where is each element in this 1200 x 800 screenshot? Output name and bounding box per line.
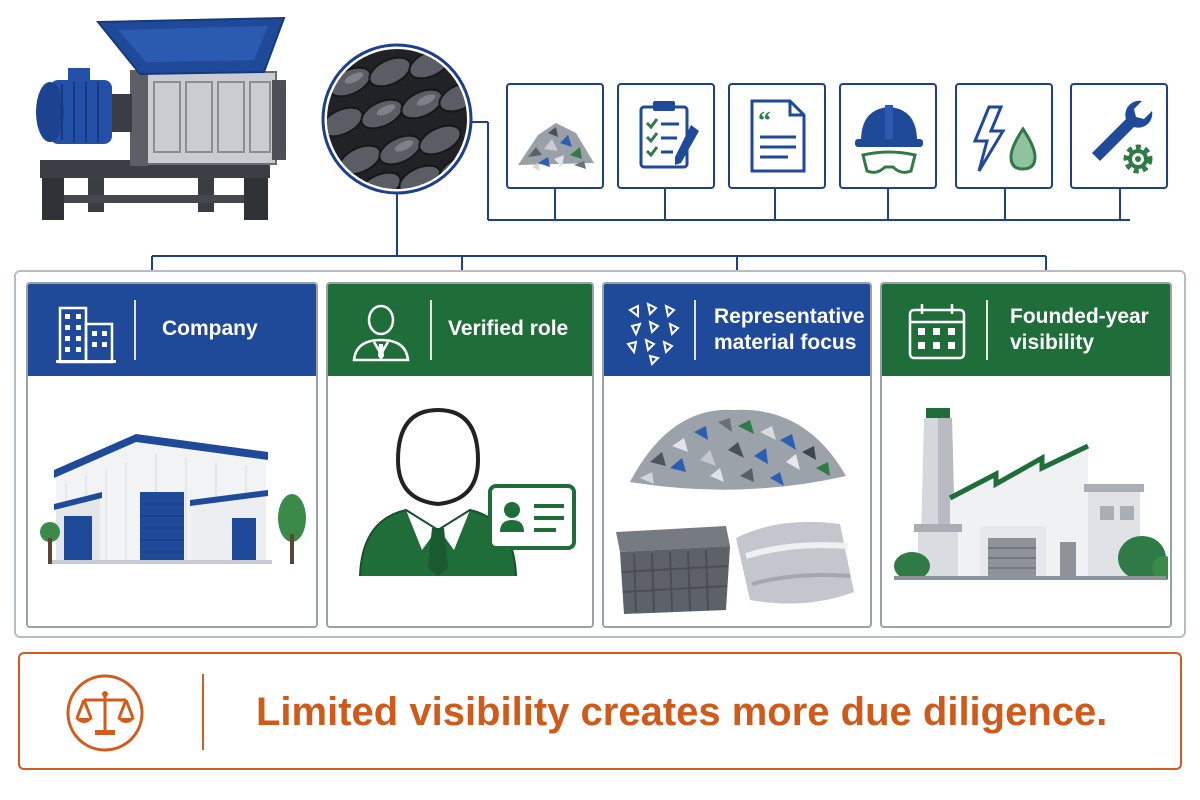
safety-gear-icon-box bbox=[839, 83, 937, 189]
banner-text: Limited visibility creates more due dili… bbox=[256, 690, 1108, 734]
attributes-frame bbox=[14, 270, 1186, 638]
card-company: Company bbox=[26, 282, 318, 628]
material-chips-icon bbox=[626, 302, 680, 366]
wrench-gear-icon bbox=[1092, 100, 1153, 174]
office-building-icon bbox=[56, 306, 116, 364]
plastic-materials-illustration bbox=[616, 409, 854, 614]
quote-document-icon-box: “ bbox=[728, 83, 826, 189]
card-founded-year: Founded-year visibility bbox=[880, 282, 1172, 628]
balance-scale-icon bbox=[66, 674, 144, 752]
card-verified-role: Verified role bbox=[326, 282, 594, 628]
power-water-icon-box bbox=[955, 83, 1053, 189]
power-water-icon bbox=[972, 105, 1037, 172]
card-material-focus-title: Representative material focus bbox=[714, 305, 865, 354]
person-icon bbox=[352, 304, 410, 362]
verified-person-illustration bbox=[359, 407, 576, 577]
wrench-gear-icon-box bbox=[1070, 83, 1168, 189]
card-founded-year-header: Founded-year visibility bbox=[882, 284, 1170, 376]
card-company-header: Company bbox=[28, 284, 316, 376]
shredded-material-icon bbox=[518, 123, 594, 171]
card-verified-role-title: Verified role bbox=[448, 317, 569, 340]
banner-divider bbox=[202, 674, 204, 750]
checklist-icon bbox=[639, 101, 699, 169]
card-verified-role-header: Verified role bbox=[328, 284, 592, 376]
shredder-machine bbox=[36, 16, 286, 220]
shredded-material-icon-box bbox=[506, 83, 604, 189]
card-material-focus: Representative material focus bbox=[602, 282, 872, 628]
safety-gear-icon bbox=[855, 105, 923, 174]
card-material-focus-header: Representative material focus bbox=[604, 284, 870, 376]
quote-document-icon: “ bbox=[750, 99, 806, 173]
due-diligence-banner: Limited visibility creates more due dili… bbox=[18, 652, 1182, 770]
checklist-icon-box bbox=[617, 83, 715, 189]
card-founded-year-title: Founded-year visibility bbox=[1010, 305, 1149, 354]
factory-illustration bbox=[894, 408, 1168, 580]
warehouse-illustration bbox=[40, 434, 306, 564]
shredder-blades bbox=[321, 43, 473, 195]
calendar-icon bbox=[908, 304, 966, 360]
svg-text:“: “ bbox=[758, 106, 771, 135]
card-company-title: Company bbox=[162, 317, 258, 340]
